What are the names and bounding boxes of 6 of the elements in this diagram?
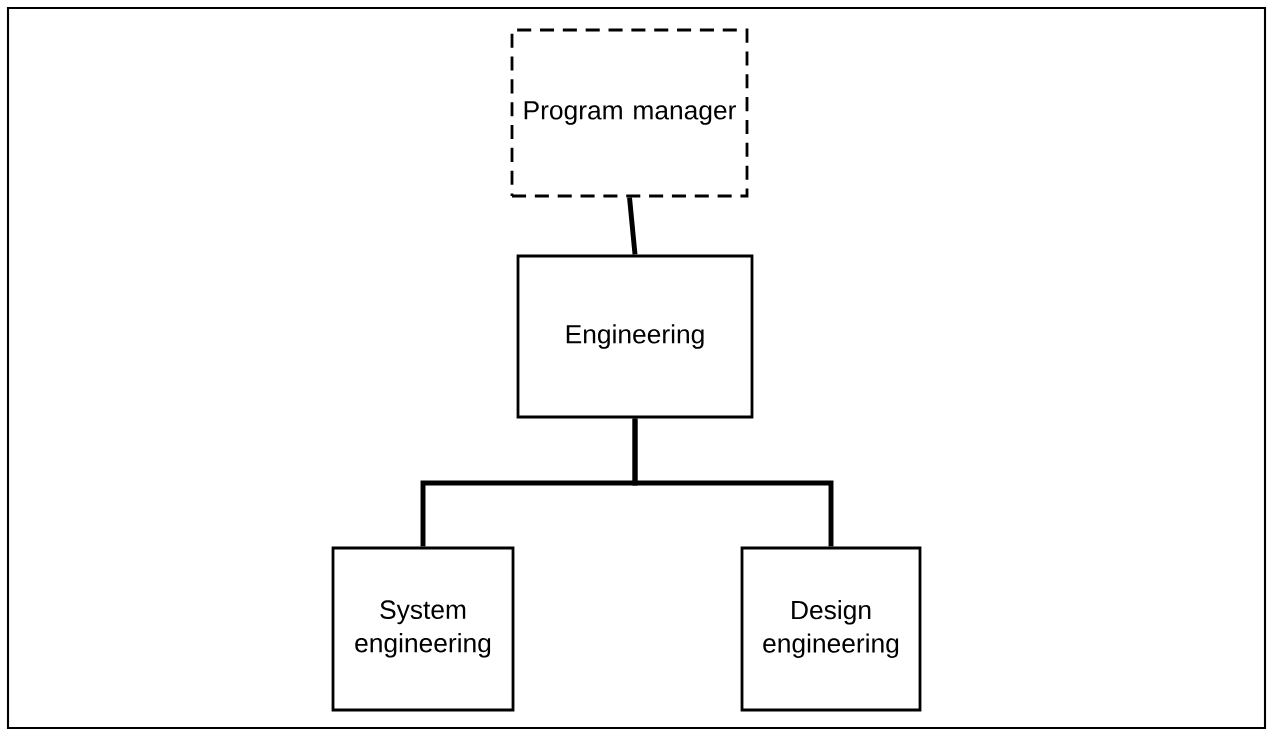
org-box: System engineering <box>331 546 515 712</box>
connector-line <box>632 418 834 547</box>
connector-line <box>627 197 638 255</box>
org-box: Design engineering <box>740 546 922 712</box>
org-box: Engineering <box>516 254 754 419</box>
org-box: Program manager <box>510 28 749 198</box>
